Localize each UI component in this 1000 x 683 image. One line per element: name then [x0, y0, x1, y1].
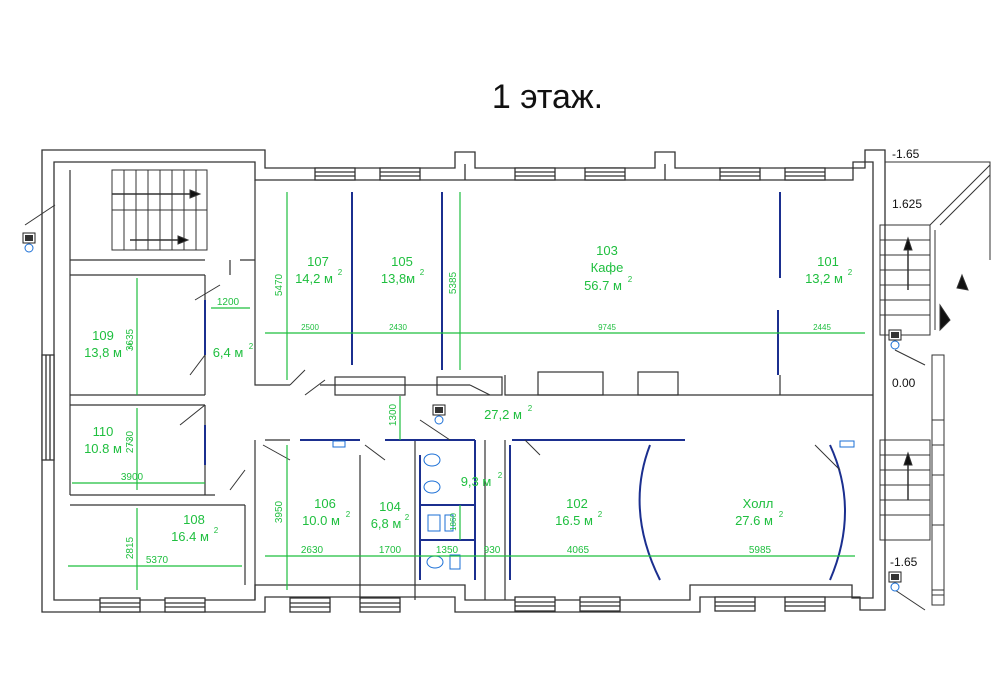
room-107-area-sup: 2 [338, 268, 343, 277]
dim-5985: 5985 [749, 545, 772, 556]
dim-2815: 2815 [125, 536, 136, 559]
dim-2730: 2730 [125, 430, 136, 453]
room-106-number: 106 [314, 496, 336, 511]
room-105-number: 105 [391, 254, 413, 269]
left-staircase [111, 169, 208, 251]
floor-title-text: 1 этаж. [491, 78, 604, 116]
room-101-area: 13,2 м [805, 271, 843, 286]
level-top-right: -1.65 [892, 147, 920, 161]
room-110-area: 10.8 м [84, 441, 122, 456]
room-109-area-sup: 2 [128, 342, 133, 351]
dim-5470: 5470 [274, 273, 285, 296]
room-108-number: 108 [183, 512, 205, 527]
dim-4065: 4065 [567, 545, 590, 556]
dim-1200: 1200 [217, 297, 240, 308]
dim-2630: 2630 [301, 545, 324, 556]
level-marks: -1.65 1.625 0.00 -1.65 [890, 147, 922, 569]
room-104-area-sup: 2 [405, 513, 410, 522]
dim-5385: 5385 [448, 271, 459, 294]
room-corridor-area: 27,2 м [484, 407, 522, 422]
dim-2445: 2445 [813, 323, 831, 332]
room-109-number: 109 [92, 328, 114, 343]
level-ground: 0.00 [892, 376, 916, 390]
room-hall-area-sup: 2 [779, 510, 784, 519]
room-corridor-area-sup: 2 [528, 404, 533, 413]
room-102-area: 16.5 м [555, 513, 593, 528]
room-106-area: 10.0 м [302, 513, 340, 528]
room-103-area-sup: 2 [628, 275, 633, 284]
room-110-number: 110 [93, 424, 114, 439]
room-102-area-sup: 2 [598, 510, 603, 519]
right-staircases [879, 161, 991, 606]
room-101-number: 101 [817, 254, 839, 269]
dim-3635: 3635 [125, 328, 136, 351]
room-105-area: 13,8м [381, 271, 415, 286]
door-swings [24, 204, 926, 611]
room-110-area-sup: 2 [128, 438, 133, 447]
room-unnamed-64-area: 6,4 м [213, 345, 244, 360]
room-106-area-sup: 2 [346, 510, 351, 519]
dim-3900: 3900 [121, 472, 144, 483]
dim-2500: 2500 [301, 323, 319, 332]
dim-9745: 9745 [598, 323, 616, 332]
dim-2430: 2430 [389, 323, 407, 332]
room-wc-area: 9,3 м [461, 474, 492, 489]
room-108-area: 16.4 м [171, 529, 209, 544]
floor-title: 1 этаж. [0, 78, 1000, 117]
dim-1860: 1860 [449, 513, 458, 531]
room-wc-area-sup: 2 [498, 471, 503, 480]
dim-930: 930 [484, 545, 501, 556]
room-hall-name: Холл [743, 496, 774, 511]
room-labels: 107 14,2 м 2 105 13,8м 2 103 Кафе 56.7 м… [84, 243, 853, 544]
room-101-area-sup: 2 [848, 268, 853, 277]
dimension-lines [68, 192, 865, 590]
room-104-number: 104 [379, 499, 401, 514]
room-104-area: 6,8 м [371, 516, 402, 531]
room-109-area: 13,8 м [84, 345, 122, 360]
dimension-labels: 5470 2500 5385 2430 9745 2445 1200 3635 … [121, 271, 832, 566]
room-hall-area: 27.6 м [735, 513, 773, 528]
panel-icons [22, 232, 902, 592]
room-108-area-sup: 2 [214, 526, 219, 535]
room-unnamed-64-area-sup: 2 [249, 342, 254, 351]
room-102-number: 102 [566, 496, 588, 511]
dim-5370: 5370 [146, 555, 169, 566]
outer-walls [41, 149, 886, 613]
room-103-name: Кафе [591, 260, 624, 275]
room-103-area: 56.7 м [584, 278, 622, 293]
sanitary-fixtures [332, 440, 855, 570]
room-103-number: 103 [596, 243, 618, 258]
level-bottom-right: -1.65 [890, 555, 918, 569]
dim-1350: 1350 [436, 545, 459, 556]
partitions [204, 192, 846, 581]
dim-1700: 1700 [379, 545, 402, 556]
dim-3950: 3950 [274, 500, 285, 523]
dim-1300: 1300 [388, 403, 399, 426]
room-107-area: 14,2 м [295, 271, 333, 286]
room-105-area-sup: 2 [420, 268, 425, 277]
level-stair-landing: 1.625 [892, 197, 922, 211]
room-107-number: 107 [307, 254, 329, 269]
